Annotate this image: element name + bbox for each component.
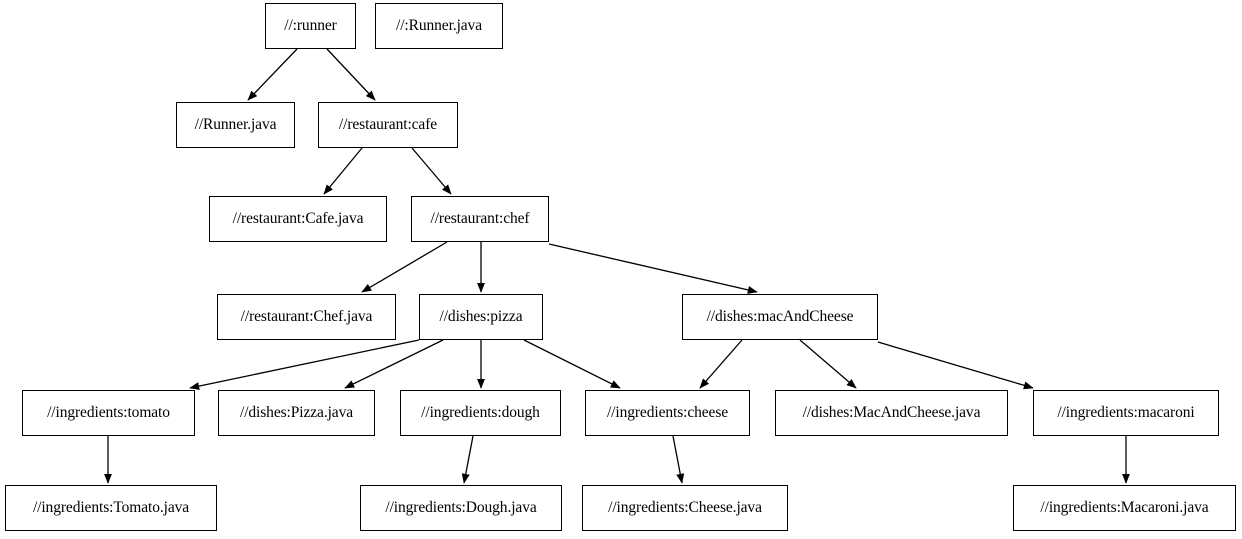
- graph-node-ing_cheese[interactable]: //ingredients:cheese: [585, 390, 750, 436]
- graph-node-label: //dishes:pizza: [439, 308, 523, 326]
- graph-node-runner[interactable]: //:runner: [265, 3, 356, 49]
- graph-node-label: //ingredients:Cheese.java: [608, 499, 762, 517]
- graph-node-dishes_mac_java[interactable]: //dishes:MacAndCheese.java: [775, 390, 1008, 436]
- graph-node-dishes_macandcheese[interactable]: //dishes:macAndCheese: [682, 294, 878, 340]
- graph-node-ing_macaroni[interactable]: //ingredients:macaroni: [1033, 390, 1219, 436]
- graph-node-label: //restaurant:Cafe.java: [232, 210, 364, 228]
- graph-node-label: //dishes:macAndCheese: [706, 308, 854, 326]
- graph-node-label: //ingredients:Tomato.java: [32, 499, 190, 517]
- graph-node-label: //Runner.java: [194, 116, 277, 134]
- graph-node-label: //ingredients:cheese: [606, 404, 729, 422]
- graph-node-label: //ingredients:Macaroni.java: [1040, 499, 1209, 517]
- graph-node-label: //ingredients:dough: [421, 404, 540, 422]
- graph-node-dishes_pizza[interactable]: //dishes:pizza: [419, 294, 543, 340]
- graph-node-label: //restaurant:chef: [430, 210, 530, 228]
- graph-node-label: //ingredients:Dough.java: [385, 499, 537, 517]
- graph-node-label: //restaurant:Chef.java: [240, 308, 373, 326]
- graph-node-label: //:Runner.java: [396, 17, 482, 35]
- graph-node-ing_macaroni_java[interactable]: //ingredients:Macaroni.java: [1013, 485, 1236, 531]
- graph-node-label: //dishes:MacAndCheese.java: [802, 404, 981, 422]
- graph-node-ing_dough_java[interactable]: //ingredients:Dough.java: [360, 485, 562, 531]
- graph-node-restaurant_cafe_java[interactable]: //restaurant:Cafe.java: [209, 196, 387, 242]
- graph-node-restaurant_cafe[interactable]: //restaurant:cafe: [318, 102, 458, 148]
- graph-node-label: //:runner: [284, 17, 337, 35]
- graph-node-ing_cheese_java[interactable]: //ingredients:Cheese.java: [582, 485, 788, 531]
- graph-node-runner_java[interactable]: //Runner.java: [176, 102, 295, 148]
- graph-node-label: //dishes:Pizza.java: [239, 404, 354, 422]
- graph-node-restaurant_chef[interactable]: //restaurant:chef: [411, 196, 549, 242]
- graph-node-ing_tomato[interactable]: //ingredients:tomato: [22, 390, 195, 436]
- graph-node-label: //ingredients:tomato: [47, 404, 170, 422]
- graph-node-runner_java_root[interactable]: //:Runner.java: [375, 3, 503, 49]
- graph-node-ing_tomato_java[interactable]: //ingredients:Tomato.java: [5, 485, 217, 531]
- graph-node-dishes_pizza_java[interactable]: //dishes:Pizza.java: [218, 390, 375, 436]
- graph-node-label: //restaurant:cafe: [338, 116, 438, 134]
- graph-node-restaurant_chef_java[interactable]: //restaurant:Chef.java: [217, 294, 396, 340]
- graph-node-ing_dough[interactable]: //ingredients:dough: [400, 390, 561, 436]
- graph-node-label: //ingredients:macaroni: [1057, 404, 1195, 422]
